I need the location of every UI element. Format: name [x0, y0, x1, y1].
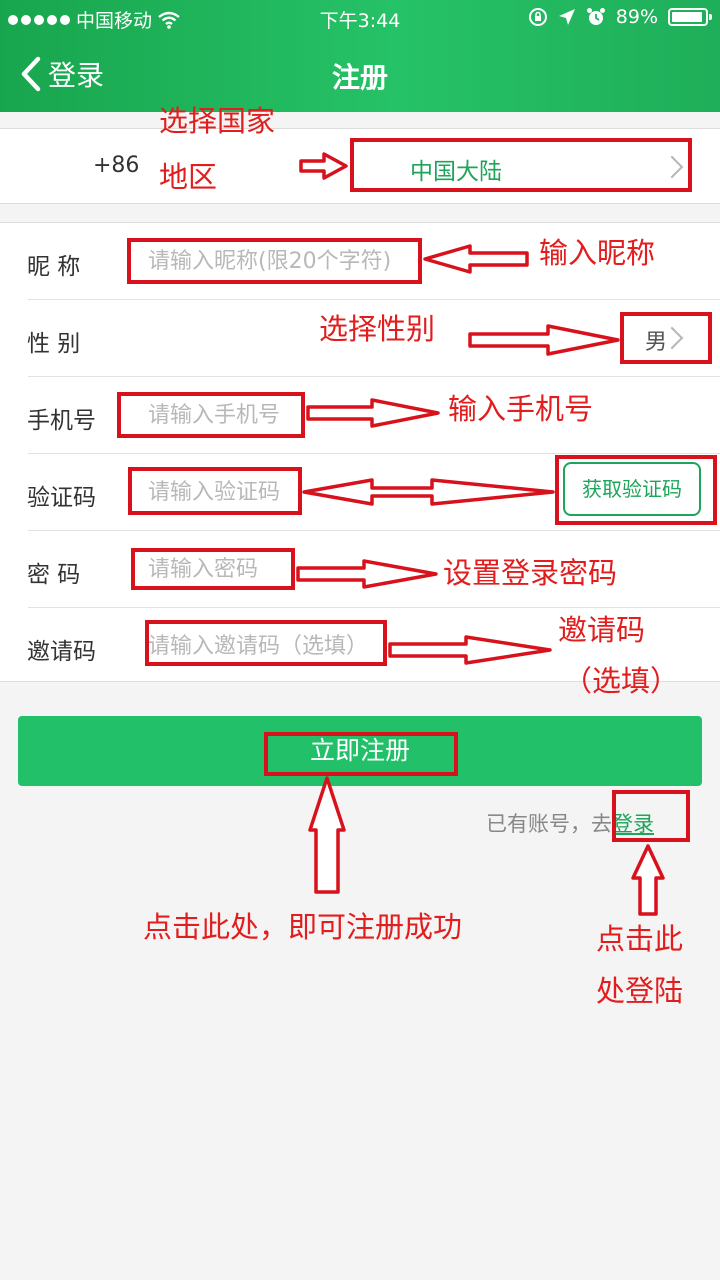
annotation-box-code [128, 467, 302, 515]
status-time: 下午3:44 [319, 10, 401, 32]
annotation-gender: 选择性别 [319, 312, 436, 346]
password-label: 密 码 [27, 562, 81, 588]
annotation-password: 设置登录密码 [443, 556, 618, 590]
chevron-left-icon [21, 56, 41, 92]
wifi-icon [158, 11, 180, 29]
alarm-icon [586, 8, 605, 25]
nickname-row: 昵 称 [0, 223, 720, 300]
annotation-box-login [612, 790, 690, 842]
annotation-box-nickname [127, 238, 422, 284]
top-bar: 中国移动 下午3:44 89% [0, 0, 720, 112]
login-prompt-text: 已有账号，去 [486, 812, 612, 836]
arrow-up-icon [308, 776, 346, 894]
invite-input[interactable] [148, 630, 408, 662]
annotation-box-invite [145, 620, 387, 666]
phone-label: 手机号 [27, 408, 96, 434]
status-left: 中国移动 [8, 6, 180, 33]
nickname-label: 昵 称 [27, 254, 81, 280]
annotation-box-password [131, 548, 295, 590]
carrier-name: 中国移动 [76, 10, 153, 32]
status-bar: 中国移动 下午3:44 89% [0, 0, 720, 36]
back-label: 登录 [48, 59, 105, 92]
page-title: 注册 [331, 61, 388, 94]
register-form: 昵 称 性 别 男 手机号 验证码 密 码 邀请码 [0, 222, 720, 682]
login-prompt: 已有账号，去登录 [486, 808, 654, 838]
status-right: 89% [528, 6, 712, 28]
annotation-login-1: 点击此 [596, 922, 684, 956]
battery-percent: 89% [615, 6, 658, 28]
back-button[interactable]: 登录 [20, 52, 104, 96]
battery-icon [668, 8, 712, 26]
signal-icon [8, 14, 70, 25]
annotation-login-2: 处登陆 [596, 974, 684, 1008]
login-link[interactable]: 登录 [612, 812, 654, 836]
nickname-input[interactable] [148, 245, 448, 277]
invite-label: 邀请码 [27, 639, 96, 665]
annotation-country-2: 地区 [159, 160, 218, 194]
phone-row: 手机号 [0, 377, 720, 454]
annotation-box-code-button [555, 455, 717, 525]
annotation-box-gender [620, 312, 712, 364]
get-code-button[interactable]: 获取验证码 [563, 462, 701, 516]
annotation-box-country [350, 138, 692, 192]
annotation-submit: 点击此处，即可注册成功 [143, 910, 463, 944]
annotation-box-submit [264, 732, 458, 776]
location-icon [558, 9, 575, 25]
annotation-invite-1: 邀请码 [558, 613, 646, 647]
country-code: +86 [93, 153, 140, 178]
gender-row[interactable]: 性 别 男 [0, 300, 720, 377]
annotation-phone: 输入手机号 [448, 392, 594, 426]
code-label: 验证码 [27, 485, 96, 511]
gender-label: 性 别 [27, 331, 81, 357]
arrow-up-icon [631, 844, 665, 916]
annotation-box-phone [117, 392, 305, 438]
country-region: 中国大陆 [410, 159, 502, 185]
invite-row: 邀请码 [0, 608, 720, 685]
rotation-lock-icon [528, 8, 547, 26]
gender-value: 男 [645, 330, 668, 355]
annotation-nickname: 输入昵称 [539, 236, 656, 270]
annotation-country-1: 选择国家 [159, 104, 276, 138]
annotation-invite-2: （选填） [563, 664, 680, 698]
